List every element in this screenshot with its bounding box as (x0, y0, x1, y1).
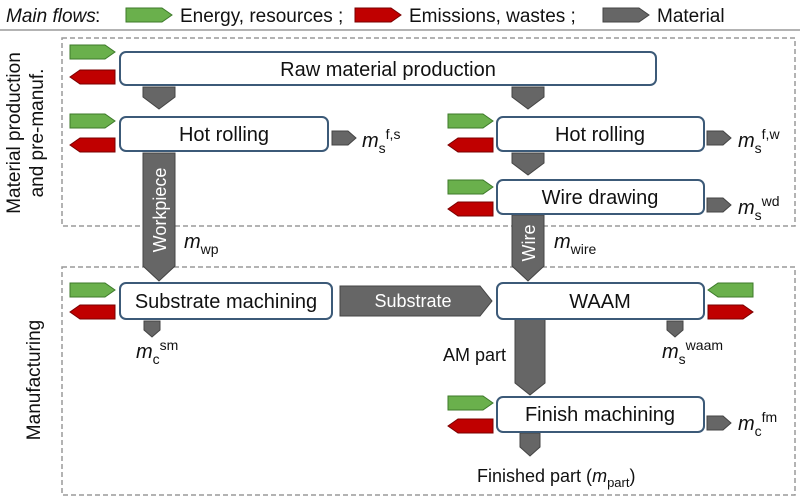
mass-sm-label: mcsm (136, 337, 178, 367)
wire-drawing-box: Wire drawing (496, 179, 705, 215)
substrate-machining-label: Substrate machining (135, 291, 317, 313)
hr-left-emission-arrow (69, 137, 116, 153)
hot-rolling-left-label: Hot rolling (179, 124, 269, 146)
fm-energy-arrow (447, 395, 494, 411)
hr-left-energy-arrow (69, 113, 116, 129)
finish-machining-box: Finish machining (496, 396, 705, 433)
raw-to-hotrolling-left-arrow (142, 86, 176, 110)
raw-to-hotrolling-right-arrow (511, 86, 545, 110)
waam-emission-arrow (707, 304, 754, 320)
raw-emission-arrow (69, 69, 116, 85)
waam-box: WAAM (496, 282, 705, 320)
legend-material: Material (657, 6, 725, 27)
energy-emission-arrows (69, 44, 754, 434)
workpiece-arrow (142, 152, 176, 282)
section-label-top-1: Material production (4, 52, 25, 214)
fs-scrap-arrow (331, 130, 357, 146)
wd-scrap-arrow (706, 197, 732, 213)
mass-wp-label: mwp (184, 231, 219, 257)
am-part-label: AM part (443, 345, 506, 365)
mass-fs-label: msf,s (362, 126, 400, 156)
legend-title: Main flows (6, 6, 96, 27)
workpiece-label: Workpiece (150, 168, 170, 253)
legend-colon: : (95, 6, 100, 27)
wd-emission-arrow (447, 201, 494, 217)
mass-fw-label: msf,w (738, 126, 780, 156)
mass-wire-label: mwire (554, 231, 597, 257)
fw-scrap-arrow (706, 130, 732, 146)
sm-chip-arrow (143, 320, 161, 338)
sm-energy-arrow (69, 282, 116, 298)
hr-right-emission-arrow (447, 137, 494, 153)
raw-material-production-box: Raw material production (119, 51, 657, 86)
emission-legend-arrow-icon (354, 7, 402, 23)
legend: Main flows : Energy, resources ; Emissio… (0, 6, 800, 31)
waam-scrap-arrow (666, 320, 684, 338)
am-part-arrow (514, 318, 546, 396)
hr-right-energy-arrow (447, 113, 494, 129)
substrate-label: Substrate (374, 291, 451, 311)
manufacturing-frame (61, 266, 796, 496)
wire-drawing-label: Wire drawing (542, 187, 659, 209)
fm-chip-arrow (706, 415, 732, 431)
substrate-arrow (339, 285, 493, 317)
material-production-frame (61, 37, 796, 227)
fm-emission-arrow (447, 418, 494, 434)
hot-rolling-right-label: Hot rolling (555, 124, 645, 146)
mass-wd-label: mswd (738, 193, 780, 223)
finish-machining-label: Finish machining (525, 404, 675, 426)
waam-label: WAAM (569, 291, 630, 313)
legend-emissions: Emissions, wastes ; (409, 6, 576, 27)
sm-emission-arrow (69, 304, 116, 320)
section-label-bottom: Manufacturing (24, 320, 45, 440)
wire-label: Wire (519, 225, 539, 262)
hot-rolling-right-box: Hot rolling (496, 116, 705, 152)
waam-energy-arrow (707, 282, 754, 298)
raw-material-label: Raw material production (280, 59, 496, 81)
finished-part-label: Finished part (mpart) (477, 466, 635, 490)
substrate-machining-box: Substrate machining (119, 282, 333, 320)
legend-energy: Energy, resources ; (180, 6, 343, 27)
energy-legend-arrow-icon (125, 7, 173, 23)
material-legend-arrow-icon (602, 7, 650, 23)
hot-rolling-left-box: Hot rolling (119, 116, 329, 152)
mass-waam-label: mswaam (662, 337, 723, 367)
hotrolling-to-wiredrawing-arrow (511, 152, 545, 176)
raw-energy-arrow (69, 44, 116, 60)
finished-part-arrow (519, 432, 541, 457)
section-label-top-2: and pre-manuf. (27, 69, 48, 198)
mass-fm-label: mcfm (738, 409, 777, 439)
wd-energy-arrow (447, 179, 494, 195)
